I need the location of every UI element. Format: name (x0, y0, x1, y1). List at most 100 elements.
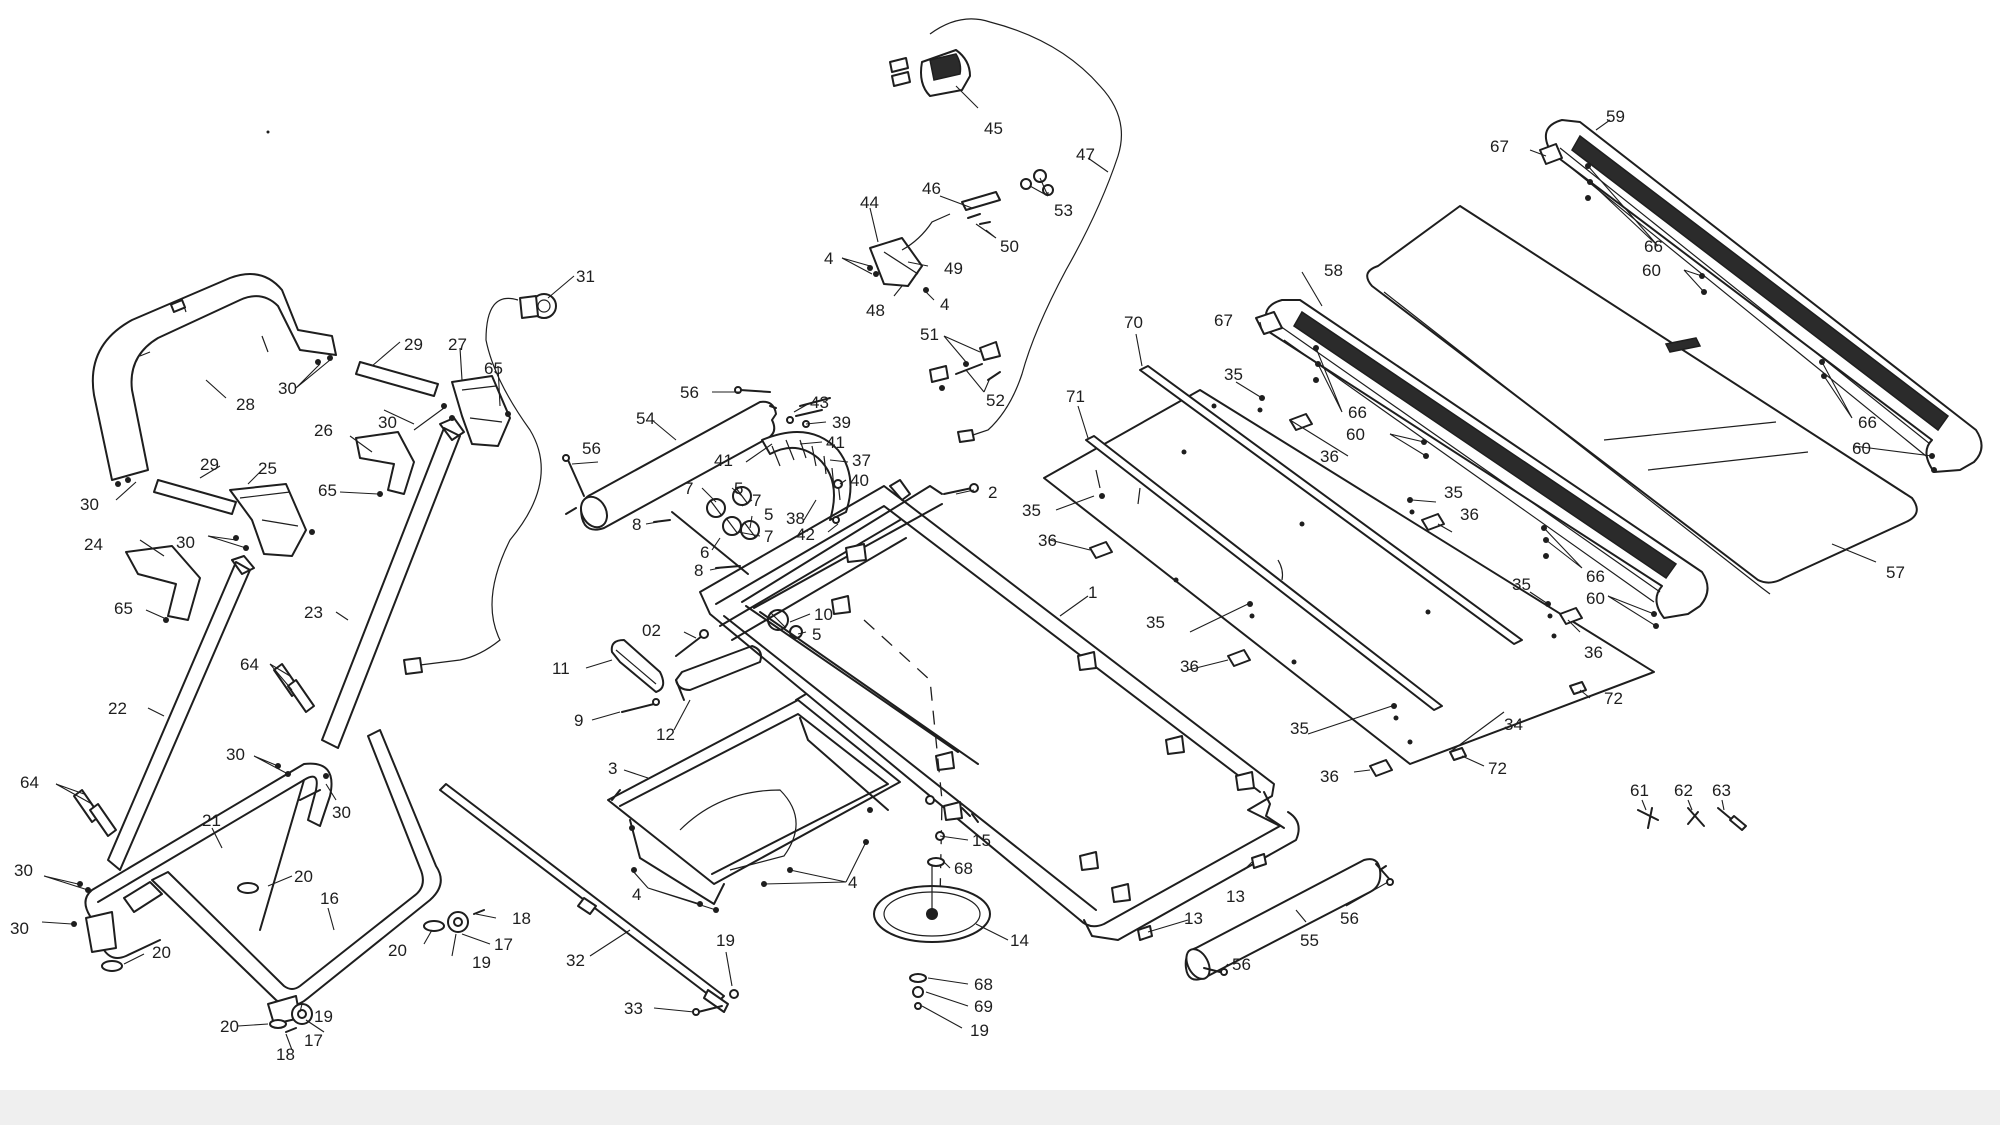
callout-56-right: 56 (1340, 909, 1359, 928)
callout-19-flywheel: 19 (970, 1021, 989, 1040)
screws-30-65 (71, 355, 511, 927)
callout-62: 62 (1674, 781, 1693, 800)
callout-44: 44 (860, 193, 879, 212)
callout-30-base-right: 30 (332, 803, 351, 822)
callout-71: 71 (1066, 387, 1085, 406)
callout-46: 46 (922, 179, 941, 198)
callout-27: 27 (448, 335, 467, 354)
callout-35-top: 35 (1224, 365, 1243, 384)
bushing-64a (273, 663, 315, 713)
callout-72-lower: 72 (1488, 759, 1507, 778)
callout-36-right: 36 (1584, 643, 1603, 662)
callout-30-lower: 30 (14, 861, 33, 880)
callout-67-right: 67 (1490, 137, 1509, 156)
callout-19-right: 19 (472, 953, 491, 972)
diagram-svg: 45 47 46 53 44 50 4 49 48 4 51 52 31 29 … (10, 18, 1983, 1064)
callout-66-right-top: 66 (1644, 237, 1663, 256)
callout-53: 53 (1054, 201, 1073, 220)
callout-9: 9 (574, 711, 583, 730)
bolt-56-top (734, 386, 771, 394)
callout-30-base: 30 (226, 745, 245, 764)
incline-tube-32 (439, 783, 739, 1016)
callout-64-upper: 64 (240, 655, 259, 674)
callout-30-left: 30 (80, 495, 99, 514)
deck-pads-36-72 (1089, 395, 1587, 777)
strip-71 (1085, 435, 1443, 711)
callout-21: 21 (202, 811, 221, 830)
callout-16: 16 (320, 889, 339, 908)
callout-60-right-top: 60 (1642, 261, 1661, 280)
callout-4-right: 4 (848, 873, 857, 892)
callout-2: 2 (988, 483, 997, 502)
callout-41-right: 41 (826, 433, 845, 452)
callout-40: 40 (850, 471, 869, 490)
callout-65-lower: 65 (114, 599, 133, 618)
callout-51: 51 (920, 325, 939, 344)
switch-46-50 (961, 191, 1001, 225)
callout-11: 11 (552, 659, 570, 678)
callout-17-bottom: 17 (304, 1031, 323, 1050)
upright-left-22 (107, 555, 255, 871)
callout-60-right-bottom: 60 (1852, 439, 1871, 458)
callout-65-mid: 65 (318, 481, 337, 500)
callout-56-left: 56 (582, 439, 601, 458)
callout-56-bottom: 56 (1232, 955, 1251, 974)
callout-36-left: 36 (1038, 531, 1057, 550)
callout-7-b: 7 (752, 491, 761, 510)
callout-36-lower: 36 (1320, 767, 1339, 786)
motor-guard-37-38 (761, 397, 852, 524)
roller-55 (1184, 858, 1394, 981)
bracket-27 (451, 375, 511, 447)
callout-42: 42 (796, 525, 815, 544)
callout-50: 50 (1000, 237, 1019, 256)
callout-35-mid: 35 (1444, 483, 1463, 502)
callout-13-lower: 13 (1184, 909, 1203, 928)
callout-49: 49 (944, 259, 963, 278)
callout-8-b: 8 (694, 561, 703, 580)
callout-68-top: 68 (954, 859, 973, 878)
callout-19-tube: 19 (716, 931, 735, 950)
callout-66-left-top: 66 (1348, 403, 1367, 422)
upright-right-23 (321, 417, 465, 749)
callout-14: 14 (1010, 931, 1029, 950)
handle-grip-26 (355, 431, 415, 495)
flywheel-14 (873, 795, 991, 1010)
callout-32: 32 (566, 951, 585, 970)
callout-28: 28 (236, 395, 255, 414)
handle-grip-24 (125, 545, 201, 621)
callout-38: 38 (786, 509, 805, 528)
callout-20-mid: 20 (294, 867, 313, 886)
belt-11 (610, 639, 665, 693)
callout-69: 69 (974, 997, 993, 1016)
side-rail-58 (1255, 299, 1709, 619)
callout-43: 43 (810, 393, 829, 412)
callout-12: 12 (656, 725, 675, 744)
callout-20-right: 20 (388, 941, 407, 960)
callout-55: 55 (1300, 931, 1319, 950)
center-dashed-line (863, 619, 943, 901)
callout-35-lower: 35 (1290, 719, 1309, 738)
feet-and-wheels (101, 882, 485, 1033)
callout-29-lower: 29 (200, 455, 219, 474)
callout-22: 22 (108, 699, 127, 718)
handlebar-frame-28 (91, 273, 337, 481)
callout-57: 57 (1886, 563, 1905, 582)
callout-30-top: 30 (278, 379, 297, 398)
console-45 (889, 49, 971, 97)
callout-54: 54 (636, 409, 655, 428)
callout-36-center: 36 (1180, 657, 1199, 676)
callout-4a: 4 (824, 249, 833, 268)
clips-51-52 (929, 341, 1001, 391)
callout-24: 24 (84, 535, 103, 554)
callout-63: 63 (1712, 781, 1731, 800)
bracket-44-48 (867, 213, 951, 293)
side-rail-59 (1539, 119, 1983, 473)
deck-frame-1 (699, 479, 1300, 941)
callout-30-bottom: 30 (10, 919, 29, 938)
callout-68-bottom: 68 (974, 975, 993, 994)
callout-13-upper: 13 (1226, 887, 1245, 906)
belt-12 (675, 645, 762, 701)
bolt-9 (621, 698, 660, 713)
callout-20-left: 20 (152, 943, 171, 962)
leader-lines (41, 85, 1933, 1051)
